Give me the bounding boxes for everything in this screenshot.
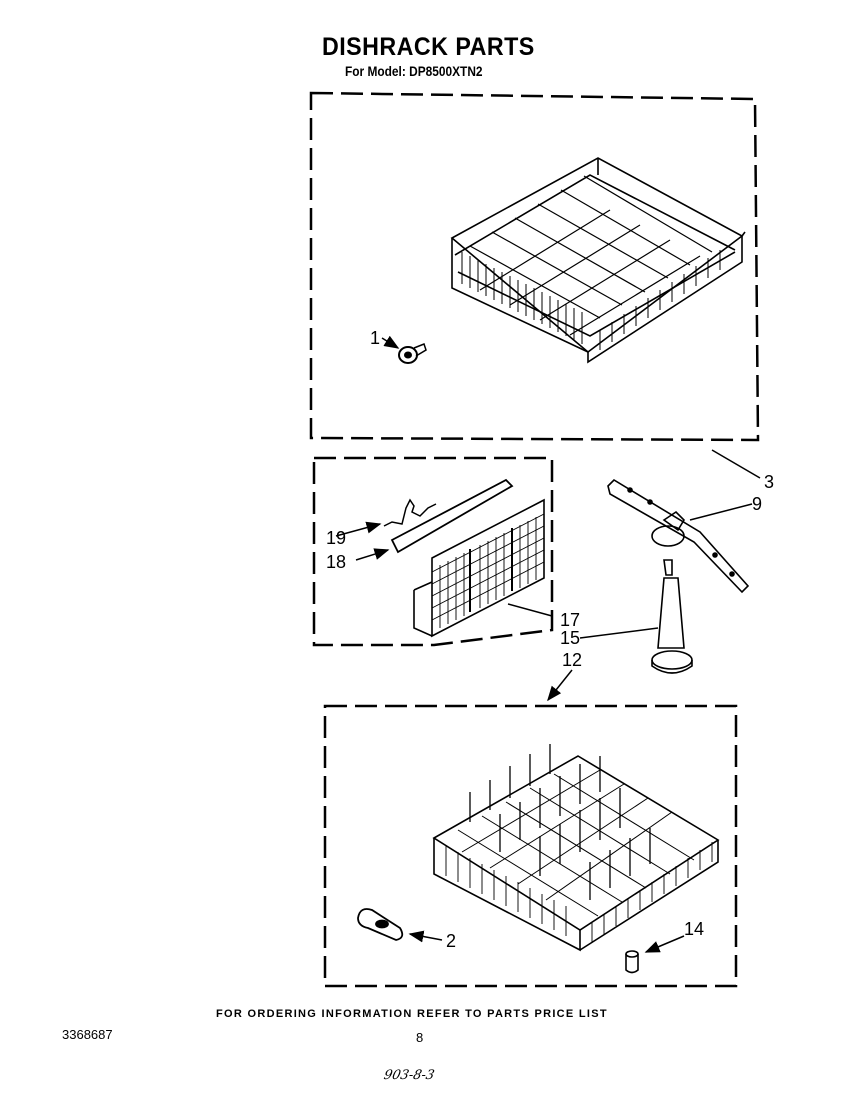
upper-rack-frame [309, 91, 760, 442]
upper-dishrack [450, 157, 746, 364]
callout-12: 12 [562, 650, 582, 670]
part-1-stop-clip [398, 343, 427, 364]
callout-1: 1 [370, 328, 380, 348]
document-number: 3368687 [62, 1027, 113, 1042]
callout-19: 19 [326, 528, 346, 548]
callout-9: 9 [752, 494, 762, 514]
part-2-rack-clip [357, 908, 404, 941]
model-subtitle: For Model: DP8500XTN2 [345, 63, 483, 79]
callout-14: 14 [684, 919, 704, 939]
part-9-spray-arm [607, 478, 750, 594]
page-title: DISHRACK PARTS [322, 33, 535, 61]
page-number: 8 [416, 1030, 424, 1045]
part-17-screen-panel [413, 498, 545, 638]
part-14-cap [625, 950, 639, 974]
callout-18: 18 [326, 552, 346, 572]
part-15-spray-tower [651, 559, 693, 674]
part-19-wire-spring [383, 498, 437, 527]
callout-17: 17 [560, 610, 580, 630]
lower-rack-frame [323, 704, 738, 988]
ordering-note: FOR ORDERING INFORMATION REFER TO PARTS … [216, 1008, 608, 1020]
part-18-bar [390, 478, 514, 554]
lower-dishrack [432, 744, 720, 952]
handwritten-note: 903-8-3 [382, 1068, 436, 1083]
callout-2: 2 [446, 931, 456, 951]
callout-3: 3 [764, 472, 774, 492]
callout-15: 15 [560, 628, 580, 648]
filter-screen-frame [312, 456, 554, 647]
